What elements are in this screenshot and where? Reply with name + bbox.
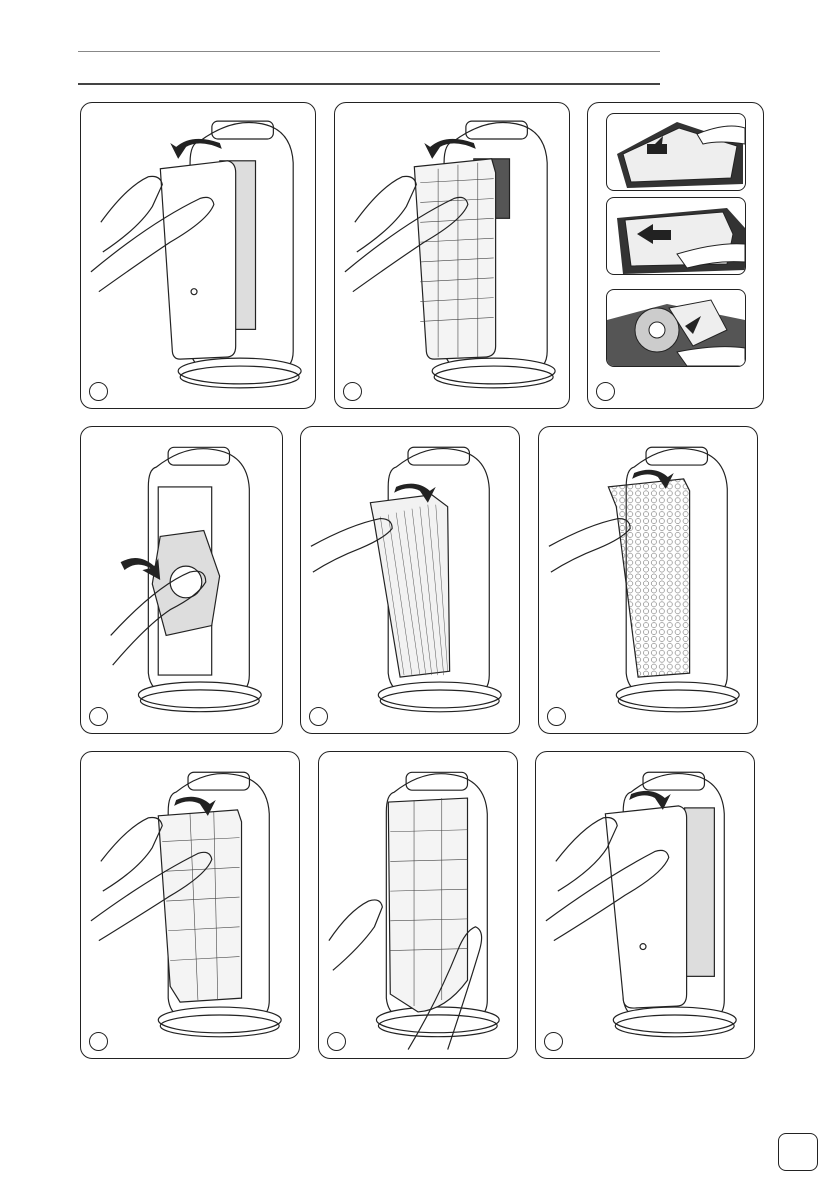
- page-number-box: [778, 1133, 818, 1171]
- step-3a-image: [606, 113, 746, 191]
- step-number-circle: [544, 1032, 563, 1051]
- step-panel-5: [300, 426, 520, 734]
- step-number-circle: [309, 707, 328, 726]
- step-number-circle: [89, 1032, 108, 1051]
- step-number-circle: [343, 382, 362, 401]
- step-number-circle: [596, 382, 615, 401]
- step-number-circle: [547, 707, 566, 726]
- step-panel-6: [538, 426, 758, 734]
- step-panel-2: [334, 102, 570, 409]
- step-panel-1: [80, 102, 316, 409]
- step-panel-8: [318, 751, 518, 1059]
- step-panel-9: [535, 751, 755, 1059]
- step-panel-7: [80, 751, 300, 1059]
- step-number-circle: [89, 707, 108, 726]
- step-number-circle: [89, 382, 108, 401]
- step-number-circle: [327, 1032, 346, 1051]
- header-rule-top: [78, 51, 660, 52]
- step-3c-image: [606, 289, 746, 367]
- step-3b-image: [606, 197, 746, 275]
- header-rule-bottom: [78, 83, 660, 85]
- step-panel-4: [80, 426, 283, 734]
- step-panel-3: [587, 102, 764, 409]
